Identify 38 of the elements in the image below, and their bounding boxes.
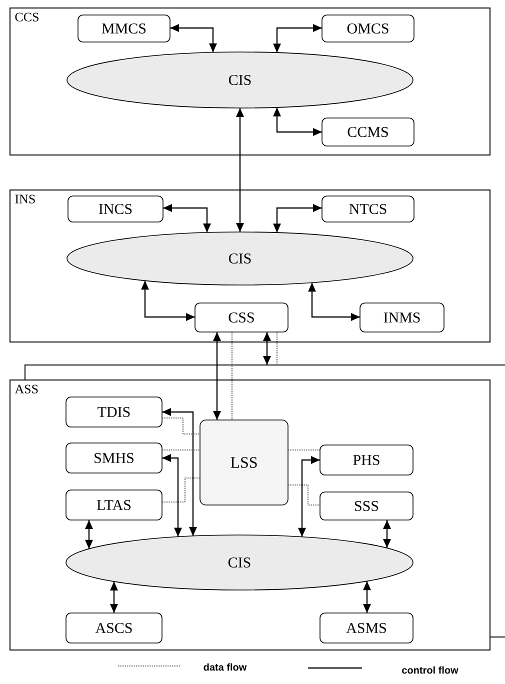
module-box: INCS	[68, 196, 164, 222]
dotted-line	[288, 484, 320, 506]
arrow	[298, 456, 320, 537]
dotted-line	[162, 418, 200, 434]
arrow	[163, 204, 211, 232]
dotted-line	[162, 478, 200, 502]
arrow	[308, 282, 360, 321]
module-box: LSS	[200, 420, 288, 506]
module-box: MMCS	[78, 14, 170, 42]
module-box: LTAS	[66, 490, 162, 520]
arrow	[363, 581, 371, 613]
arrow	[162, 408, 197, 536]
module-box: ASMS	[320, 612, 414, 644]
module-box: NTCS	[322, 196, 414, 222]
module-box: SMHS	[66, 442, 162, 474]
dotted-line	[276, 332, 278, 366]
arrow	[273, 107, 322, 136]
arrow	[213, 332, 221, 420]
module-box: PHS	[320, 444, 414, 476]
arrow	[170, 24, 217, 52]
arrow	[383, 520, 391, 548]
legend-label: data flow	[204, 663, 247, 671]
module-box: SSS	[320, 492, 414, 520]
module-box: CCMS	[322, 118, 414, 146]
module-box: INMS	[360, 302, 444, 332]
arrow	[141, 280, 195, 321]
arrow	[236, 108, 244, 232]
module-box: OMCS	[322, 14, 414, 42]
arrow	[162, 454, 182, 537]
arrow	[85, 520, 93, 549]
arrow	[273, 24, 322, 53]
module-box: CSS	[194, 302, 288, 332]
arrow	[110, 582, 118, 613]
arrow	[263, 332, 271, 365]
module-box: TDIS	[66, 396, 162, 428]
legend-label: control flow	[402, 666, 458, 674]
arrow	[273, 204, 322, 233]
module-box: ASCS	[66, 612, 162, 644]
